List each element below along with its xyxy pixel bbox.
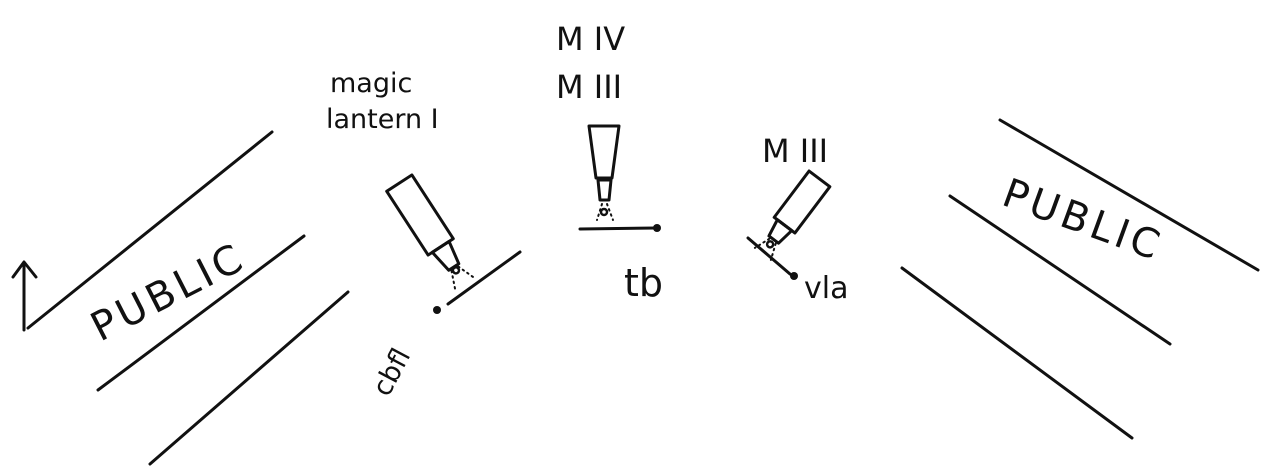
projector-magic-lantern-label-1: magic: [330, 68, 412, 99]
audience-right-label: PUBLIC: [997, 170, 1170, 270]
projector-center-label-1: M IV: [556, 20, 625, 58]
audience-left-row-line: [148, 290, 350, 466]
audience-right-row-line: [998, 118, 1260, 272]
player-position-dot: [433, 306, 441, 314]
projector-magic-lantern-label-2: lantern I: [326, 104, 439, 135]
audience-right-row-line: [948, 194, 1172, 346]
audience-right: PUBLIC: [900, 118, 1260, 440]
player-label-cbfl: cbfl: [367, 343, 417, 401]
arrow-up-icon: [11, 260, 38, 332]
projection-surface-line: [746, 236, 792, 276]
projector-right-label-1: M III: [762, 132, 828, 170]
audience-right-row-line: [900, 266, 1134, 440]
projector-icon: [753, 169, 832, 261]
projection-surface-line: [578, 226, 658, 231]
audience-left-row-line: [96, 234, 306, 392]
projector-center-label-2: M III: [556, 68, 622, 106]
player-label-vla: vla: [804, 271, 848, 306]
projector-icon: [587, 124, 621, 221]
player-position-dot: [790, 272, 798, 280]
projection-surface-line: [446, 250, 522, 306]
player-label-tb: tb: [624, 261, 663, 305]
audience-left: PUBLIC: [11, 130, 350, 466]
projector-magic-lantern: magic lantern I cbfl: [326, 68, 522, 401]
projector-right: M III vla: [746, 132, 848, 306]
audience-left-row-line: [26, 130, 274, 330]
player-position-dot: [653, 224, 661, 232]
projector-icon: [385, 173, 477, 293]
projector-center: M IV M III tb: [556, 20, 663, 305]
